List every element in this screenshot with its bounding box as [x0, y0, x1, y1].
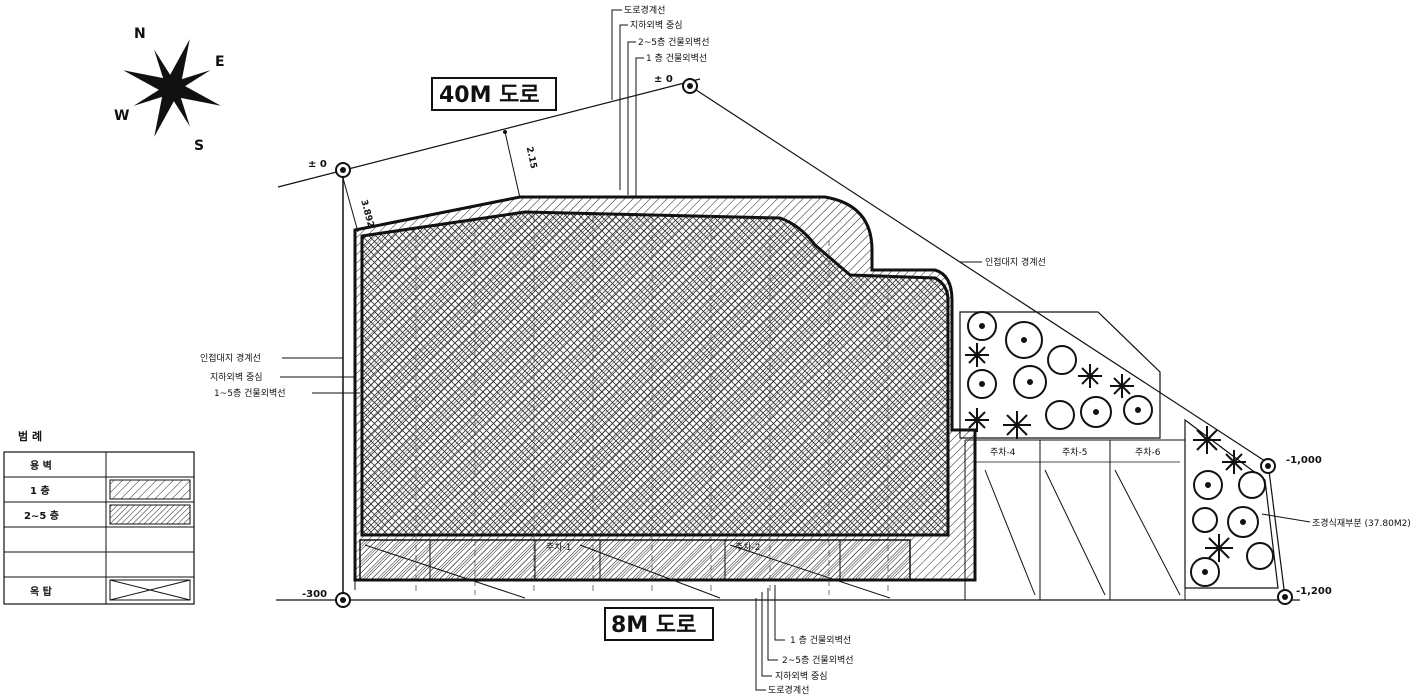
svg-text:40M 도로: 40M 도로: [439, 83, 540, 108]
grid-lines: [415, 215, 889, 595]
bottom-callout-2: 2~5층 건물외벽선: [782, 654, 854, 666]
compass-w: W: [114, 108, 129, 124]
svg-text:8M 도로: 8M 도로: [611, 613, 696, 638]
shrub-icon: [965, 343, 1246, 562]
right-callout-boundary: 인접대지 경계선: [985, 256, 1046, 268]
level-marker-tl: ± 0: [308, 159, 351, 178]
landscape-area: [959, 311, 1279, 589]
legend: 범 례 용 벽 1 층 2~5 층 옥 탑: [3, 429, 195, 605]
svg-text:-1,200: -1,200: [1296, 586, 1332, 597]
legend-row-6: 옥 탑: [30, 586, 53, 598]
bottom-tag-1: 주차-1: [546, 541, 572, 553]
road-label-north: 40M 도로: [431, 77, 557, 111]
level-marker-top: ± 0: [654, 74, 698, 94]
left-callouts: [280, 357, 360, 394]
top-callout-1: 도로경계선: [624, 4, 665, 16]
compass-e: E: [215, 54, 225, 70]
left-callout-1: 인접대지 경계선: [200, 352, 261, 364]
parking-6: 주차-6: [1135, 446, 1161, 458]
bottom-tag-2: 주차-2: [735, 541, 761, 553]
legend-title: 범 례: [18, 429, 42, 443]
bottom-callout-1: 1 층 건물외벽선: [790, 634, 851, 646]
dimension-top: 2.15: [503, 130, 538, 199]
level-marker-r1: -1,000: [1260, 455, 1322, 474]
svg-text:3.892: 3.892: [358, 199, 375, 229]
right-callout-landscape: 조경식재부분 (37.80M2): [1312, 517, 1411, 529]
dimension-left: 3.892: [342, 177, 375, 233]
bottom-callout-3: 지하외벽 중심: [775, 670, 828, 682]
top-callout-2: 지하외벽 중심: [630, 19, 683, 31]
compass-rose: N E S W: [114, 26, 225, 154]
upper-floor-block: [360, 210, 950, 537]
level-marker-bl: -300: [302, 589, 351, 608]
compass-n: N: [134, 26, 146, 42]
legend-row-3: 2~5 층: [24, 509, 59, 522]
tree-icon: [967, 311, 1274, 587]
bottom-callout-4: 도로경계선: [768, 684, 809, 696]
svg-text:± 0: ± 0: [654, 74, 673, 85]
bottom-strip: 주차-1 주차-2: [359, 539, 911, 599]
parking-5: 주차-5: [1062, 446, 1088, 458]
top-callouts: [611, 9, 644, 198]
svg-text:± 0: ± 0: [308, 159, 327, 170]
compass-s: S: [194, 138, 204, 154]
parking-4: 주차-4: [990, 446, 1016, 458]
bottom-callouts: [755, 585, 785, 691]
svg-text:-300: -300: [302, 589, 327, 600]
level-marker-r2: -1,200: [1277, 586, 1332, 605]
svg-text:-1,000: -1,000: [1286, 455, 1322, 466]
right-callouts: [960, 261, 1311, 523]
road-label-south: 8M 도로: [604, 607, 714, 641]
legend-row-2: 1 층: [30, 484, 50, 497]
left-callout-3: 1~5층 건물외벽선: [214, 387, 286, 399]
top-callout-3: 2~5층 건물외벽선: [638, 36, 710, 48]
top-callout-4: 1 층 건물외벽선: [646, 52, 707, 64]
svg-text:2.15: 2.15: [524, 146, 538, 170]
legend-row-1: 용 벽: [30, 459, 52, 472]
parking-area: [964, 420, 1186, 600]
compass-star-icon: [123, 39, 221, 137]
left-callout-2: 지하외벽 중심: [210, 371, 263, 383]
